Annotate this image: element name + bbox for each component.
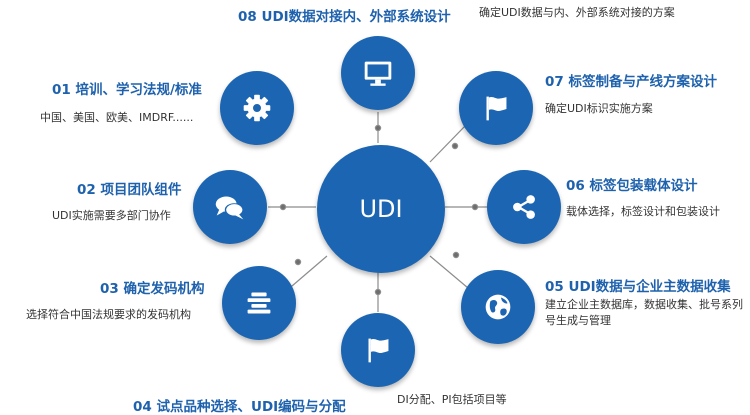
connector-dot-05 <box>452 251 460 259</box>
node-01-desc: 中国、美国、欧美、IMDRF...... <box>40 111 194 124</box>
node-06-desc: 载体选择，标签设计和包装设计 <box>566 205 720 218</box>
node-08-desc: 确定UDI数据与内、外部系统对接的方案 <box>479 6 675 19</box>
node-07-circle <box>459 71 533 145</box>
node-02-title: 02 项目团队组件 <box>77 182 182 198</box>
center-label: UDI <box>359 195 403 223</box>
stacked-bars-icon <box>247 292 271 314</box>
flag-icon <box>368 338 389 363</box>
node-05-title: 05 UDI数据与企业主数据收集 <box>545 279 731 295</box>
node-07-title: 07 标签制备与产线方案设计 <box>545 74 717 90</box>
node-02-desc: UDI实施需要多部门协作 <box>52 209 171 222</box>
connector-dot-02 <box>279 203 287 211</box>
connector-dot-06 <box>471 203 479 211</box>
share-icon <box>513 195 535 219</box>
node-03-desc: 选择符合中国法规要求的发码机构 <box>26 308 191 321</box>
node-08-title: 08 UDI数据对接内、外部系统设计 <box>238 9 451 25</box>
connector-dot-08 <box>374 124 382 132</box>
node-02-circle <box>193 170 267 244</box>
gear-icon <box>243 94 271 122</box>
node-03-circle <box>222 266 296 340</box>
node-05-circle <box>461 270 535 344</box>
node-07-desc: 确定UDI标识实施方案 <box>545 102 653 115</box>
node-04-circle <box>341 313 415 387</box>
monitor-icon <box>364 61 392 86</box>
connector-dot-03 <box>294 258 302 266</box>
node-06-circle <box>487 170 561 244</box>
connector-07 <box>429 124 467 163</box>
connector-05 <box>429 255 469 289</box>
node-05-desc: 建立企业主数据库，数据收集、批号系列号生成与管理 <box>545 298 743 327</box>
globe-icon <box>485 294 511 320</box>
connector-dot-04 <box>374 288 382 296</box>
node-08-circle <box>341 36 415 110</box>
flag-icon <box>486 96 507 121</box>
node-06-title: 06 标签包装载体设计 <box>566 178 698 194</box>
center-udi-circle: UDI <box>317 145 445 273</box>
node-04-desc: DI分配、PI包括项目等 <box>397 393 507 406</box>
chat-bubbles-icon <box>215 196 244 220</box>
connector-dot-07 <box>451 142 459 150</box>
node-04-title: 04 试点品种选择、UDI编码与分配 <box>133 399 346 415</box>
node-01-title: 01 培训、学习法规/标准 <box>52 82 202 98</box>
node-03-title: 03 确定发码机构 <box>100 281 205 297</box>
node-01-circle <box>220 71 294 145</box>
